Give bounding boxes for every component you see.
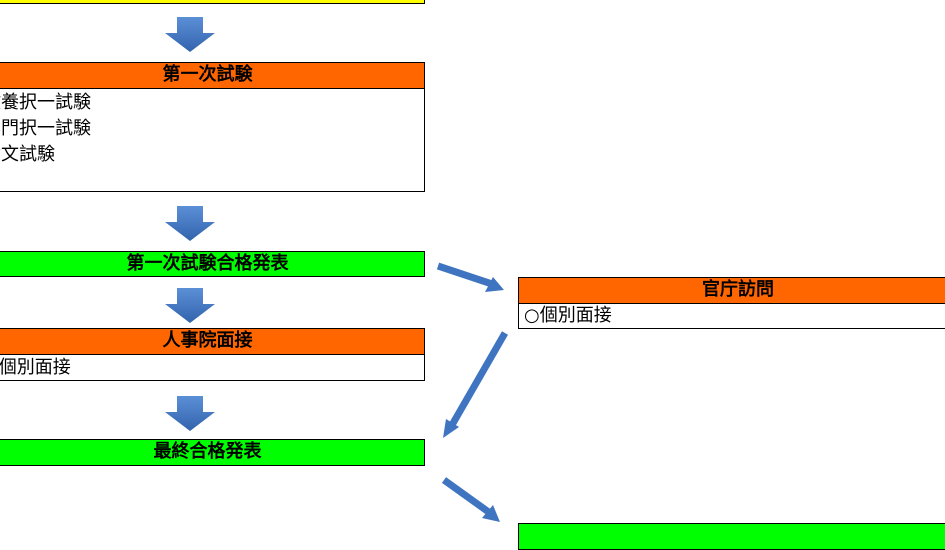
first-exam-item: 専門択一試験 [0, 118, 91, 139]
top-step-box [0, 0, 425, 4]
first-exam-item: 論文試験 [0, 144, 55, 165]
down-arrow-icon [165, 288, 215, 323]
down-arrow-icon [165, 396, 215, 431]
first-exam-body: 教養択一試験 専門択一試験 論文試験 [0, 89, 425, 192]
agency-visit-header: 官庁訪問 [518, 277, 945, 304]
diagonal-arrow-icon [443, 331, 509, 438]
agency-visit-body: ○個別面接 [518, 304, 945, 329]
diagonal-arrow-icon [436, 262, 504, 292]
first-exam-header: 第一次試験 [0, 62, 425, 89]
final-result-header: 最終合格発表 [0, 439, 425, 466]
interview-item: ○個別面接 [0, 357, 71, 378]
first-result-header: 第一次試験合格発表 [0, 251, 425, 277]
agency-visit-item: ○個別面接 [524, 305, 612, 326]
diagonal-arrow-icon [441, 477, 500, 522]
down-arrow-icon [165, 17, 215, 52]
interview-header: 人事院面接 [0, 328, 425, 355]
down-arrow-icon [165, 206, 215, 241]
interview-body: ○個別面接 [0, 355, 425, 381]
flow-arrows [165, 17, 509, 522]
first-exam-item: 教養択一試験 [0, 92, 91, 113]
